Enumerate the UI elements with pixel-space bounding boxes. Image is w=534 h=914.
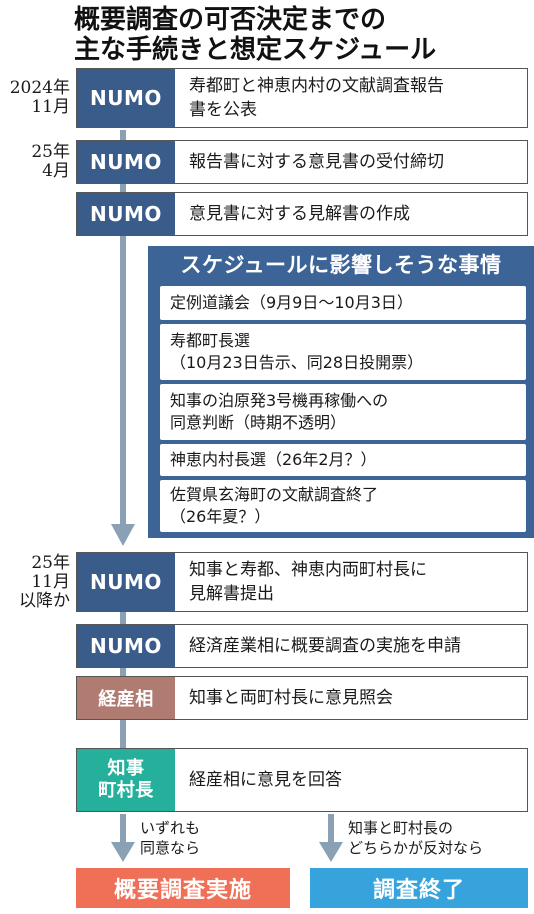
step-date-4: 25年 11月 以降か — [19, 553, 70, 611]
step-date-1: 2024年 11月 — [9, 78, 70, 117]
result-survey-end: 調査終了 — [310, 868, 528, 908]
factor-item-2: 寿都町長選 （10月23日告示、同28日投開票） — [160, 324, 526, 380]
step-row-6: 経産相 知事と両町村長に意見照会 — [76, 676, 528, 720]
step-row-4: NUMO 知事と寿都、神恵内両町村長に 見解書提出 — [76, 552, 528, 612]
branch-arrowhead-right — [319, 842, 343, 862]
step-actor-6: 経産相 — [77, 677, 175, 719]
step-actor-4: NUMO — [77, 553, 175, 611]
step-actor-2: NUMO — [77, 141, 175, 183]
result-survey-implementation: 概要調査実施 — [76, 868, 290, 908]
branch-line-right — [328, 814, 334, 844]
flow-line-upper — [120, 130, 126, 526]
step-actor-5: NUMO — [77, 625, 175, 667]
step-row-7: 知事 町村長 経産相に意見を回答 — [76, 748, 528, 812]
branch-note-agree: いずれも 同意なら — [140, 819, 201, 857]
flow-arrowhead-upper — [111, 524, 135, 546]
step-text-4: 知事と寿都、神恵内両町村長に 見解書提出 — [189, 560, 427, 604]
factor-item-5: 佐賀県玄海町の文献調査終了 （26年夏？） — [160, 480, 526, 532]
factor-item-4: 神恵内村長選（26年2月？） — [160, 444, 526, 476]
schedule-factors-panel: スケジュールに影響しそうな事情 定例道議会（9月9日～10月3日） 寿都町長選 … — [148, 246, 534, 538]
step-text-1: 寿都町と神恵内村の文献調査報告 書を公表 — [189, 76, 444, 120]
branch-line-left — [120, 814, 126, 844]
step-actor-1: NUMO — [77, 69, 175, 127]
title-line-1: 概要調査の可否決定までの — [74, 5, 387, 35]
step-row-2: NUMO 報告書に対する意見書の受付締切 — [76, 140, 528, 184]
step-actor-7: 知事 町村長 — [77, 749, 175, 811]
step-row-5: NUMO 経済産業相に概要調査の実施を申請 — [76, 624, 528, 668]
step-actor-3: NUMO — [77, 193, 175, 235]
step-text-6: 知事と両町村長に意見照会 — [189, 688, 393, 708]
step-text-7: 経産相に意見を回答 — [189, 770, 342, 790]
schedule-factors-title: スケジュールに影響しそうな事情 — [180, 253, 502, 277]
factor-item-3: 知事の泊原発3号機再稼働への 同意判断（時期不透明） — [160, 384, 526, 440]
branch-arrowhead-left — [111, 842, 135, 862]
step-text-3: 意見書に対する見解書の作成 — [189, 204, 410, 224]
step-date-2: 25年 4月 — [31, 142, 70, 181]
step-text-2: 報告書に対する意見書の受付締切 — [189, 152, 444, 172]
step-text-5: 経済産業相に概要調査の実施を申請 — [189, 636, 461, 656]
branch-note-oppose: 知事と町村長の どちらかが反対なら — [348, 819, 484, 857]
title-line-2: 主な手続きと想定スケジュール — [74, 35, 437, 65]
factor-item-1: 定例道議会（9月9日～10月3日） — [160, 286, 526, 320]
step-row-3: NUMO 意見書に対する見解書の作成 — [76, 192, 528, 236]
step-row-1: NUMO 寿都町と神恵内村の文献調査報告 書を公表 — [76, 68, 528, 128]
